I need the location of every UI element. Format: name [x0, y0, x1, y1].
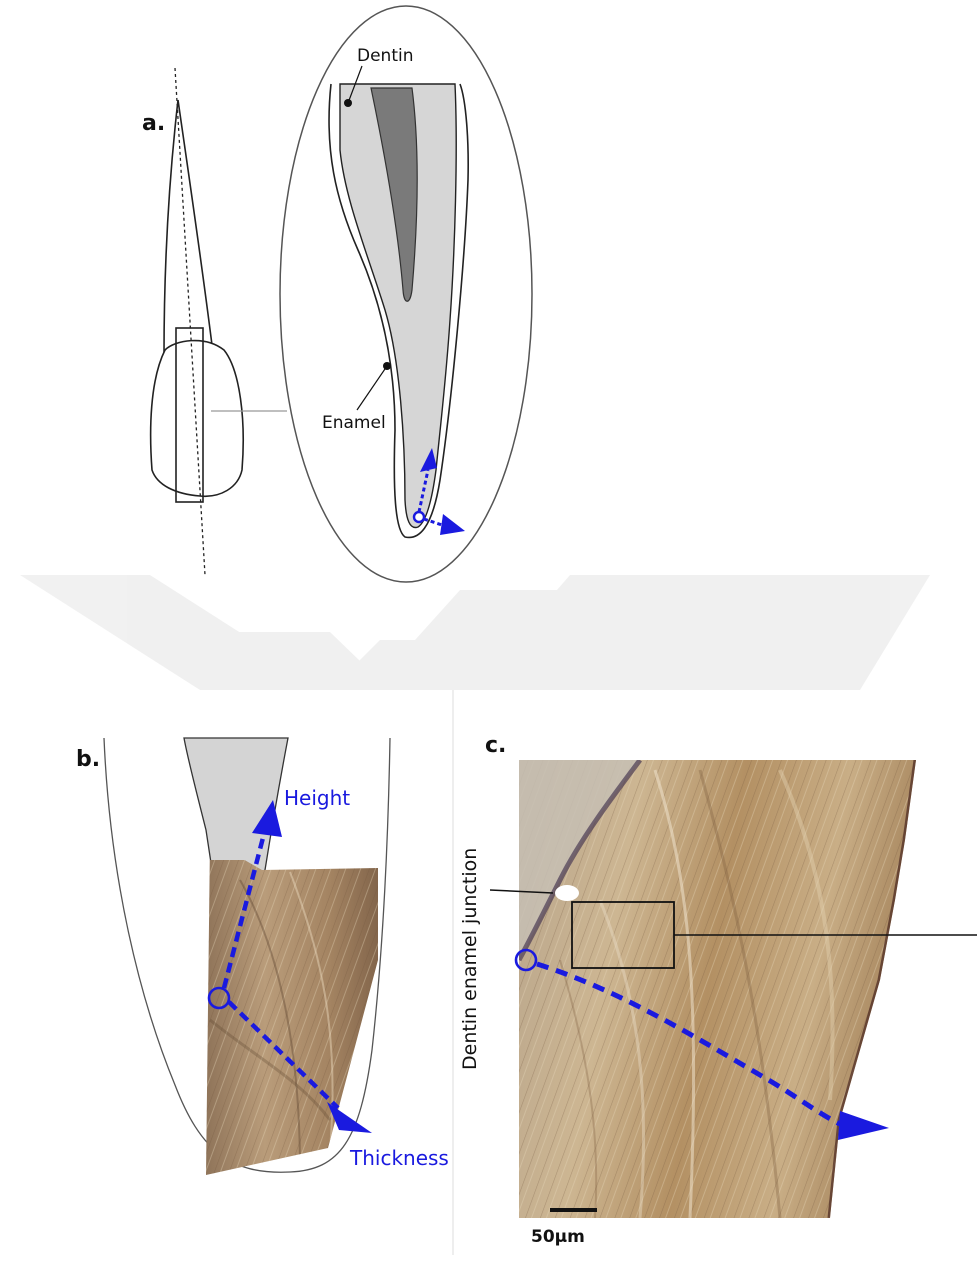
- micrograph-c: [519, 760, 919, 1220]
- long-axis-line: [175, 68, 205, 575]
- thickness-arrowhead-c: [838, 1111, 889, 1140]
- panel-b-letter: b.: [76, 747, 100, 772]
- panel-a-letter: a.: [142, 111, 165, 136]
- micrograph-inset-b: [200, 860, 385, 1180]
- height-label: Height: [284, 786, 350, 810]
- dej-marker-circle: [414, 512, 424, 522]
- panel-c-letter: c.: [485, 733, 506, 758]
- dej-label: Dentin enamel junction: [459, 848, 481, 1070]
- thickness-label: Thickness: [349, 1146, 449, 1170]
- panel-c: c. Dentin enamel junction: [453, 690, 977, 1255]
- scale-label: 50µm: [531, 1227, 585, 1247]
- panel-a: a. Dentin Enamel: [142, 6, 532, 582]
- enamel-label: Enamel: [322, 413, 386, 433]
- watermark: [20, 575, 930, 690]
- dentin-label: Dentin: [357, 46, 414, 66]
- dej-pointer-marker: [555, 885, 579, 901]
- panel-b: b. Height Thickness: [76, 738, 449, 1180]
